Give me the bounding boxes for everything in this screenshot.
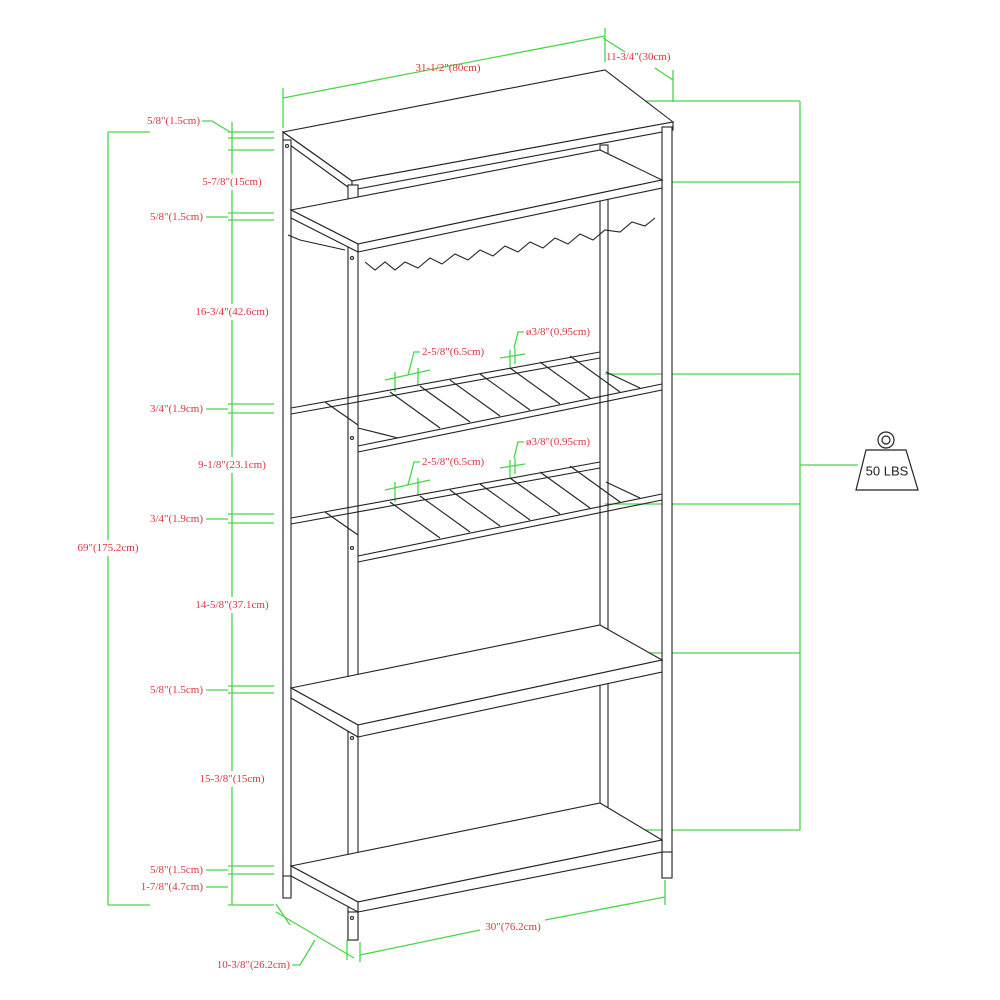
overall-width-label: 31-1/2"(80cm): [415, 62, 481, 74]
overall-height-label: 69"(175.2cm): [77, 540, 139, 556]
gap-1-label: 5-7/8"(15cm): [202, 174, 262, 190]
shelf-2-thickness-label: 5/8"(1.5cm): [149, 211, 203, 223]
bottom-thickness-label: 5/8"(1.5cm): [149, 864, 203, 876]
weight-capacity-label: 50 LBS: [865, 463, 909, 479]
gap-4-label: 14-5/8"(37.1cm): [195, 597, 269, 613]
wine-rack-2: [290, 461, 663, 563]
inner-depth-label: 10-3/8"(26.2cm): [216, 959, 290, 971]
gap-3-label: 9-1/8"(23.1cm): [198, 457, 266, 473]
inner-width-label: 30"(76.2cm): [485, 921, 541, 933]
weight-icon: [855, 431, 919, 491]
dimension-lines: [107, 28, 858, 966]
overall-depth-label: 11-3/4"(30cm): [606, 51, 671, 63]
rack-2-thickness-label: 3/4"(1.9cm): [149, 513, 203, 525]
top-thickness-label: 5/8"(1.5cm): [146, 115, 200, 127]
wine-rack-1: [290, 351, 663, 453]
gap-5-label: 15-3/8"(15cm): [199, 771, 265, 787]
leg-clearance-label: 1-7/8"(4.7cm): [140, 881, 203, 893]
rack-1-spacing-label: 2-5/8"(6.5cm): [422, 346, 485, 358]
gap-2-label: 16-3/4"(42.6cm): [195, 304, 269, 320]
rack-1-thickness-label: 3/4"(1.9cm): [149, 403, 203, 415]
rack-2-rod-diameter-label: ø3/8"(0.95cm): [526, 436, 591, 448]
shelf-5-thickness-label: 5/8"(1.5cm): [149, 684, 203, 696]
rack-1-rod-diameter-label: ø3/8"(0.95cm): [526, 326, 591, 338]
shelf-outline: [281, 69, 675, 941]
rack-2-spacing-label: 2-5/8"(6.5cm): [422, 456, 485, 468]
stemware-hangers: [287, 217, 656, 271]
